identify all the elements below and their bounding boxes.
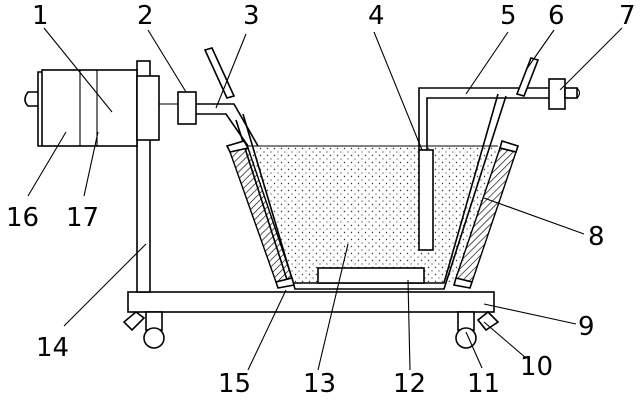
label-13: 13: [303, 369, 336, 399]
right-deflector: [515, 57, 540, 97]
right-valve: [548, 78, 581, 110]
left-heating-jacket: [225, 140, 296, 289]
label-6: 6: [548, 1, 565, 31]
label-5: 5: [500, 1, 517, 31]
left-caster-wheel: [122, 310, 165, 349]
base-platform: [127, 291, 495, 313]
leader-lines: [27, 27, 623, 371]
left-valve: [177, 91, 197, 125]
label-1: 1: [32, 1, 49, 31]
label-12: 12: [393, 369, 426, 399]
label-10: 10: [520, 352, 553, 382]
label-8: 8: [588, 222, 605, 252]
callout-labels: 1 2 3 4 5 6 7 8 9 10 11 12 13 14 15 16 1…: [6, 1, 636, 399]
label-3: 3: [243, 1, 260, 31]
label-4: 4: [368, 1, 385, 31]
label-2: 2: [137, 1, 154, 31]
label-16: 16: [6, 203, 39, 233]
left-deflector: [203, 47, 236, 99]
motor: [24, 69, 181, 147]
label-14: 14: [36, 333, 69, 363]
right-pipe: [418, 87, 552, 150]
label-15: 15: [218, 369, 251, 399]
label-11: 11: [467, 369, 500, 399]
right-heating-jacket: [452, 139, 520, 289]
sensor-probe: [418, 149, 434, 251]
right-caster-wheel: [455, 310, 500, 349]
label-9: 9: [578, 312, 595, 342]
label-7: 7: [619, 1, 636, 31]
liquid-fill: [248, 146, 498, 282]
bottom-plate: [317, 267, 425, 284]
label-17: 17: [66, 203, 99, 233]
left-pipe: [196, 103, 259, 147]
